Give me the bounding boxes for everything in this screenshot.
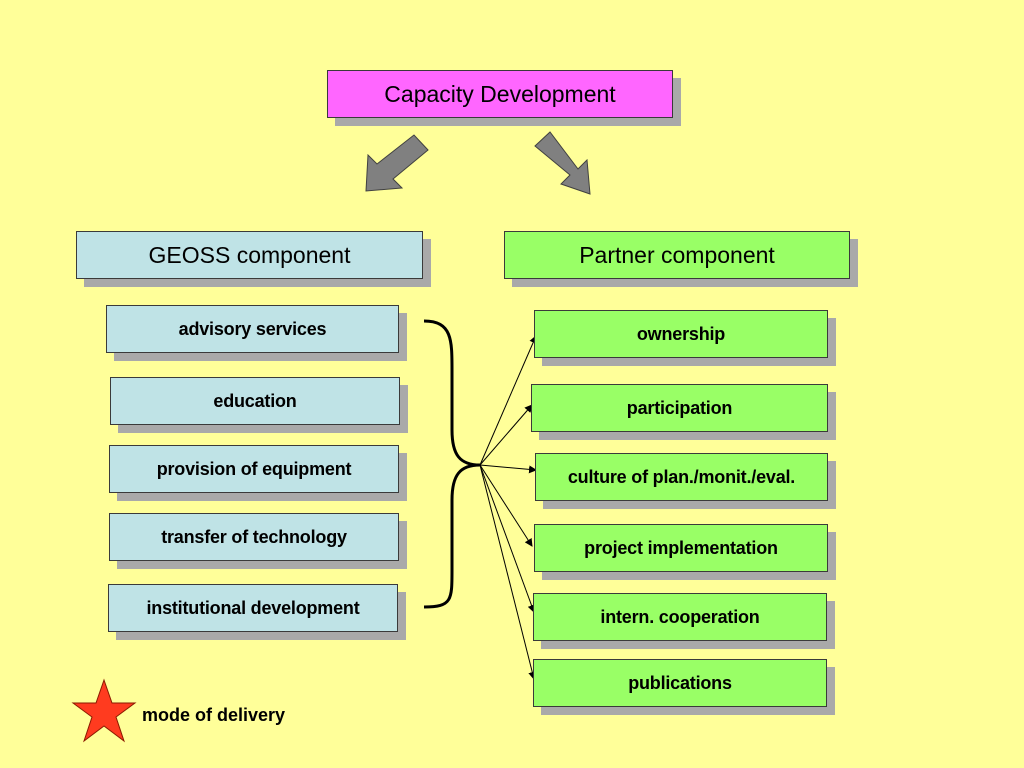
legend-label: mode of delivery bbox=[142, 705, 286, 725]
capacity-development-box: Capacity Development bbox=[327, 70, 673, 118]
partner-item-label: ownership bbox=[636, 323, 726, 344]
connector-arrows bbox=[479, 335, 537, 680]
connector-arrow-culture bbox=[479, 464, 537, 474]
geoss-item-label: education bbox=[213, 390, 297, 411]
geoss-item-education: education bbox=[110, 377, 400, 425]
connector-arrow-ownership bbox=[479, 335, 537, 466]
geoss-item-label: institutional development bbox=[146, 597, 360, 618]
partner-item-label: publications bbox=[628, 672, 732, 693]
geoss-component-box: GEOSS component bbox=[76, 231, 423, 279]
partner-item-participation: participation bbox=[531, 384, 828, 432]
partner-item-label: project implementation bbox=[584, 537, 778, 558]
geoss-item-label: transfer of technology bbox=[161, 526, 347, 547]
geoss-item-label: provision of equipment bbox=[156, 458, 352, 479]
connector-arrow-implementation bbox=[479, 464, 533, 547]
partner-item-project-implementation: project implementation bbox=[534, 524, 828, 572]
partner-item-publications: publications bbox=[533, 659, 827, 707]
partner-component-box: Partner component bbox=[504, 231, 850, 279]
curly-brace-icon bbox=[423, 319, 481, 609]
partner-item-label: intern. cooperation bbox=[600, 606, 760, 627]
geoss-item-transfer-of-technology: transfer of technology bbox=[109, 513, 399, 561]
connector-arrow-participation bbox=[479, 404, 533, 466]
partner-item-intern-cooperation: intern. cooperation bbox=[533, 593, 827, 641]
geoss-item-provision-of-equipment: provision of equipment bbox=[109, 445, 399, 493]
geoss-component-label: GEOSS component bbox=[148, 241, 351, 268]
connector-arrow-cooperation bbox=[479, 464, 536, 613]
star-icon bbox=[71, 678, 137, 743]
right-down-arrow-icon bbox=[534, 131, 591, 195]
partner-item-label: culture of plan./monit./eval. bbox=[567, 466, 796, 487]
geoss-item-label: advisory services bbox=[178, 318, 327, 339]
partner-component-label: Partner component bbox=[579, 241, 775, 268]
geoss-item-advisory-services: advisory services bbox=[106, 305, 399, 353]
partner-item-label: participation bbox=[626, 397, 733, 418]
partner-item-culture: culture of plan./monit./eval. bbox=[535, 453, 828, 501]
geoss-item-institutional-development: institutional development bbox=[108, 584, 398, 632]
capacity-development-label: Capacity Development bbox=[384, 80, 616, 107]
partner-item-ownership: ownership bbox=[534, 310, 828, 358]
left-down-arrow-icon bbox=[365, 134, 429, 192]
connector-arrow-publications bbox=[479, 464, 537, 680]
